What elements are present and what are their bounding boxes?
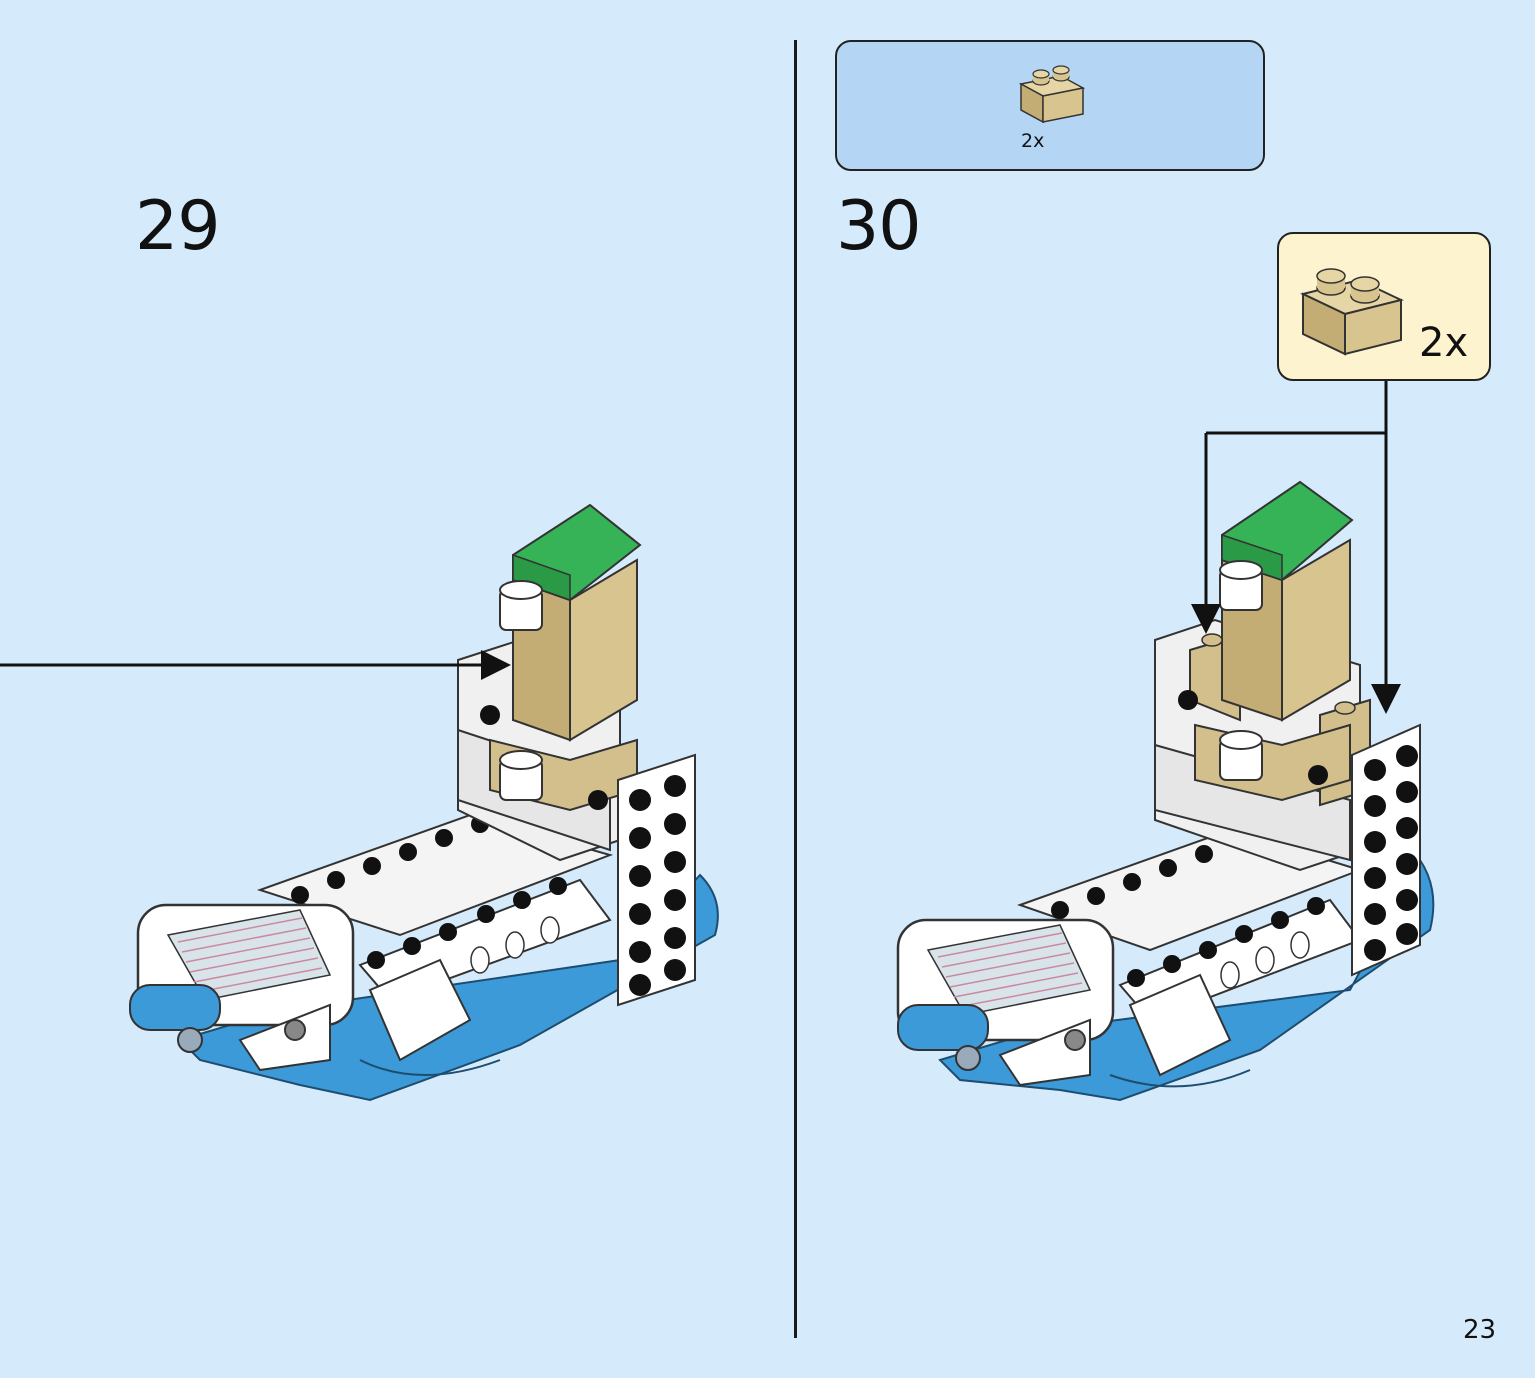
- tan-brick-icon: [1300, 268, 1404, 356]
- parts-quantity: 2x: [1021, 130, 1045, 152]
- step29-model: [129, 503, 719, 1102]
- page-number: 23: [1463, 1315, 1497, 1345]
- parts-list-box: 2x: [835, 40, 1265, 171]
- step-number-30: 30: [836, 187, 922, 266]
- step-number-29: 29: [135, 187, 221, 266]
- page-divider: [794, 40, 797, 1338]
- part-callout-box: 2x: [1277, 232, 1491, 381]
- step30-arrows: [1191, 381, 1401, 714]
- callout-quantity: 2x: [1419, 320, 1469, 366]
- step30-model: [896, 480, 1435, 1102]
- tan-brick-icon: [1018, 65, 1086, 124]
